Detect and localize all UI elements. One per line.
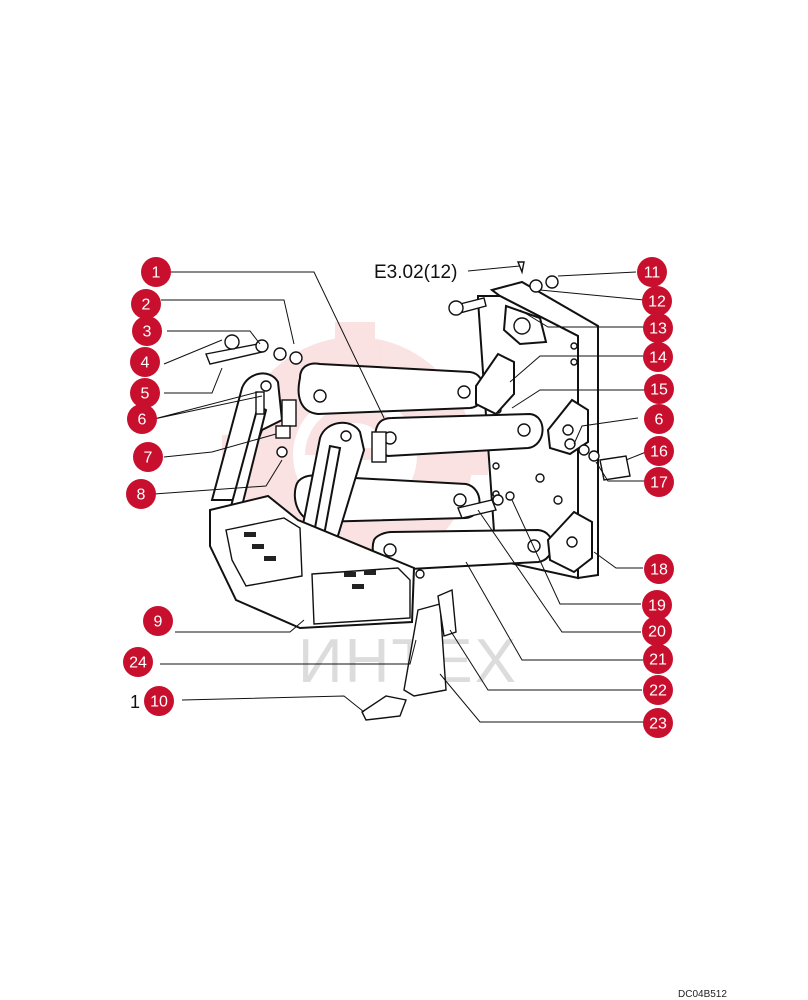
callout-10: 10 [144, 686, 174, 716]
drawing-code: DC04B512 [678, 989, 727, 1000]
callout-circle [644, 467, 674, 497]
callout-circle [131, 289, 161, 319]
callout-number: 11 [644, 265, 661, 282]
callout-number: 19 [648, 598, 666, 615]
hitch-assembly-drawing [205, 261, 631, 721]
callout-circle [643, 313, 673, 343]
callout-circle [144, 686, 174, 716]
callout-number: 15 [650, 382, 668, 399]
callout-11: 11 [637, 257, 667, 287]
small-tick-marks: 1 [130, 692, 140, 712]
callout-circle [130, 378, 160, 408]
callout-19: 19 [642, 590, 672, 620]
callout-circle [642, 616, 672, 646]
callout-number: 18 [650, 562, 668, 579]
callout-21: 21 [643, 644, 673, 674]
callout-number: 3 [143, 324, 152, 341]
callout-number: 8 [137, 487, 146, 504]
callout-circle [644, 374, 674, 404]
callout-number: 17 [650, 475, 668, 492]
callout-2: 2 [131, 289, 161, 319]
upper-rear-link [297, 362, 486, 416]
callout-circle [644, 436, 674, 466]
callout-circle [644, 554, 674, 584]
callout-7: 7 [133, 442, 163, 472]
callout-16: 16 [644, 436, 674, 466]
callout-circle [643, 675, 673, 705]
callout-circle [132, 316, 162, 346]
callout-circle [643, 644, 673, 674]
callout-circle [642, 590, 672, 620]
callout-5: 5 [130, 378, 160, 408]
callout-circle [133, 442, 163, 472]
callout-number: 2 [142, 297, 151, 314]
callout-number: 9 [154, 614, 163, 631]
reference-label: E3.02(12) [374, 262, 457, 283]
callout-22: 22 [643, 675, 673, 705]
svg-text:1: 1 [130, 692, 140, 712]
callout-circle [123, 647, 153, 677]
callout-4: 4 [130, 347, 160, 377]
right-bolt [599, 455, 631, 481]
leader-lines [153, 265, 647, 723]
spring-clip [403, 603, 447, 697]
callout-18: 18 [644, 554, 674, 584]
callout-number: 1 [152, 265, 161, 282]
callout-number: 14 [649, 350, 667, 367]
callout-number: 16 [650, 444, 668, 461]
callout-circle [643, 342, 673, 372]
callout-number: 21 [649, 652, 667, 669]
callout-number: 22 [649, 683, 667, 700]
callout-circle [643, 708, 673, 738]
callout-17: 17 [644, 467, 674, 497]
callout-8: 8 [126, 479, 156, 509]
callout-circle [130, 347, 160, 377]
callout-6: 6 [644, 404, 674, 434]
middle-bolt [457, 499, 497, 519]
callout-number: 23 [649, 716, 667, 733]
wedge-part [361, 695, 407, 721]
callout-24: 24 [123, 647, 153, 677]
callout-number: 6 [138, 412, 147, 429]
callout-1: 1 [141, 257, 171, 287]
callout-number: 20 [648, 624, 666, 641]
callout-12: 12 [642, 286, 672, 316]
callout-6: 6 [127, 404, 157, 434]
callout-circle [637, 257, 667, 287]
callout-9: 9 [143, 606, 173, 636]
callout-number: 12 [648, 294, 666, 311]
callout-number: 5 [141, 386, 150, 403]
callout-number: 13 [649, 321, 667, 338]
callout-14: 14 [643, 342, 673, 372]
callout-circle [644, 404, 674, 434]
callout-15: 15 [644, 374, 674, 404]
callout-circle [126, 479, 156, 509]
upper-link-bracket [475, 352, 515, 416]
callout-number: 10 [150, 694, 168, 711]
callout-number: 4 [141, 355, 150, 372]
callout-circle [127, 404, 157, 434]
callout-13: 13 [643, 313, 673, 343]
callout-23: 23 [643, 708, 673, 738]
callout-3: 3 [132, 316, 162, 346]
callout-number: 6 [655, 412, 664, 429]
callout-circle [143, 606, 173, 636]
callout-circle [642, 286, 672, 316]
callout-number: 24 [129, 655, 147, 672]
callout-circle [141, 257, 171, 287]
callout-number: 7 [144, 450, 153, 467]
callout-20: 20 [642, 616, 672, 646]
